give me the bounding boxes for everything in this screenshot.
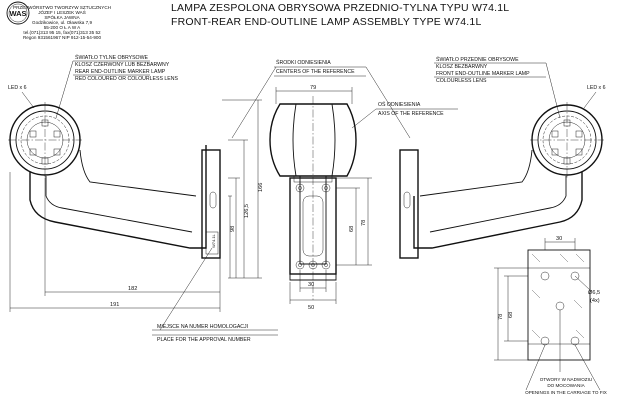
front-lamp-callout: ŚWIATŁO PRZEDNIE OBRYSOWE KLOSZ BEZBARWN…	[434, 55, 561, 119]
rear-lamp-callout: ŚWIATŁO TYLNE OBRYSOWE KLOSZ CZERWONY LU…	[55, 53, 178, 119]
rear-label-pl: ŚWIATŁO TYLNE OBRYSOWE	[75, 53, 148, 61]
approval-callout: MIEJSCE NA NUMER HOMOLOGACJI PLACE FOR T…	[152, 247, 278, 343]
company-line-2: JÓZEF I LESZEK WAŚ	[38, 8, 86, 15]
dim-98: 98	[230, 226, 236, 232]
left-vertical-dimensions	[222, 99, 262, 279]
dim-68-side: 68	[349, 226, 355, 232]
company-info: PRZETWÓRSTWO TWORZYW SZTUCZNYCH JÓZEF I …	[13, 4, 111, 40]
front-label-en: FRONT END-OUTLINE MARKER LAMP	[436, 71, 530, 77]
company-line-6: tel.(071)313 95 15, fax(071)313 35 52	[23, 30, 101, 35]
company-logo-text: WAS	[9, 9, 26, 18]
led-label-left: LED x 6	[8, 85, 27, 91]
dim-30-side: 30	[308, 282, 314, 288]
centers-label-pl: ŚRODKI ODNIESIENIA	[276, 58, 331, 66]
front-mounting-plate	[399, 149, 419, 259]
middle-dimensions	[275, 87, 372, 304]
holes-note: OTWORY W NADWOZIU DO MOCOWANIA OPENINGS …	[525, 377, 607, 395]
dim-191: 191	[110, 302, 119, 308]
dim-182: 182	[128, 286, 137, 292]
axis-callout: OŚ ODNIESIENIA AXIS OF THE REFERENCE	[351, 100, 458, 129]
centers-callout: ŚRODKI ODNIESIENIA CENTERS OF THE REFERE…	[231, 58, 411, 139]
plate-mark: W74.1L	[211, 233, 216, 248]
hole-pattern-outline	[527, 249, 591, 361]
company-line-1: PRZETWÓRSTWO TWORZYW SZTUCZNYCH	[13, 4, 111, 10]
dim-126-5: 126,5	[244, 204, 250, 218]
company-line-5: 55-200 O Ł A W A	[44, 25, 81, 30]
dim-79: 79	[310, 85, 316, 91]
dim-hole-diameter: Ø6,5	[588, 290, 600, 296]
title-english: FRONT-REAR END-OUTLINE LAMP ASSEMBLY TYP…	[171, 16, 482, 28]
front-label-pl: ŚWIATŁO PRZEDNIE OBRYSOWE	[436, 55, 519, 63]
company-logo: WAS	[6, 1, 30, 25]
dim-30-detail: 30	[556, 236, 562, 242]
approval-label-en: PLACE FOR THE APPROVAL NUMBER	[157, 337, 251, 343]
dim-78-detail: 78	[498, 314, 504, 320]
holes-label-pl1: OTWORY W NADWOZIU	[540, 377, 592, 382]
company-line-4: Godzikowice, ul. Oławska 7,9	[32, 20, 92, 25]
holes-label-pl2: DO MOCOWANIA	[547, 383, 585, 388]
company-line-3: SPÓŁKA JAWNA	[44, 14, 80, 20]
right-view-front-lamp: LED x 6	[399, 85, 606, 259]
middle-side-view	[269, 96, 357, 300]
axis-label-pl: OŚ ODNIESIENIA	[378, 100, 421, 108]
rear-label-pl2: KLOSZ CZERWONY LUB BEZBARWNY	[75, 62, 170, 68]
led-label-right: LED x 6	[587, 85, 606, 91]
company-line-7: Regon 931561967 NIP 912-15-54-900	[23, 35, 102, 40]
axis-label-en: AXIS OF THE REFERENCE	[378, 111, 444, 117]
side-bolts	[295, 183, 331, 270]
dim-78-side: 78	[361, 220, 367, 226]
rear-label-en: REAR END-OUTLINE MARKER LAMP	[75, 69, 166, 75]
dim-50: 50	[308, 305, 314, 311]
dim-166: 166	[258, 183, 264, 192]
rear-mounting-plate	[201, 149, 221, 259]
dim-68-detail: 68	[508, 312, 514, 318]
holes-label-en: OPENINGS IN THE CARRIAGE TO FIX	[525, 390, 607, 395]
left-view-rear-lamp: W74.1L LED x 6	[8, 85, 221, 259]
dim-hole-count: (4x)	[590, 298, 600, 304]
rear-label-en2: RED COLOURED OR COLOURLESS LENS	[75, 76, 178, 82]
front-label-en2: COLOURLESS LENS	[436, 78, 487, 84]
front-label-pl2: KLOSZ BEZBARWNY	[436, 64, 488, 70]
left-horizontal-dimensions	[9, 172, 221, 312]
mounting-hole-detail: 30 Ø6,5 (4x) 68 78	[494, 236, 601, 391]
approval-label-pl: MIEJSCE NA NUMER HOMOLOGACJI	[157, 324, 248, 330]
centers-label-en: CENTERS OF THE REFERENCE	[276, 69, 355, 75]
title-polish: LAMPA ZESPOLONA OBRYSOWA PRZEDNIO-TYLNA …	[171, 2, 509, 14]
